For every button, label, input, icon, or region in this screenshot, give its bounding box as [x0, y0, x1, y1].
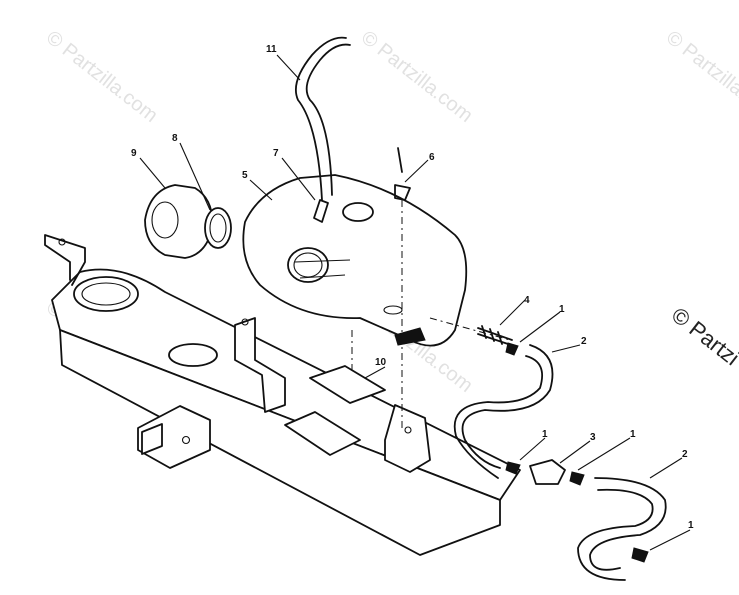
watermark-2: © Partzilla.com	[357, 27, 477, 127]
callout-7: 7	[273, 148, 279, 159]
part-11-vent-hose	[305, 43, 351, 196]
watermark-3: © Partzilla.com	[662, 27, 739, 127]
part-2-fuel-line-upper	[461, 344, 554, 469]
callout-1b: 1	[542, 429, 548, 440]
part-5-tank	[242, 174, 468, 347]
callout-2a: 2	[581, 336, 587, 347]
part-1-clamps	[505, 342, 649, 563]
part-7-fitting	[313, 199, 329, 223]
callout-1a: 1	[559, 304, 565, 315]
callout-4: 4	[524, 295, 530, 306]
frame-rail	[44, 234, 521, 556]
callouts: 11 9 8 7 5 6 10 4 1 2 1 3 1 2 1	[131, 44, 694, 531]
callout-1d: 1	[688, 520, 694, 531]
watermark-edge: © Partzi	[667, 302, 739, 370]
callout-6: 6	[429, 152, 435, 163]
part-2-fuel-line-lower	[589, 477, 667, 571]
callout-5: 5	[242, 170, 248, 181]
watermark-1: © Partzilla.com	[42, 27, 162, 127]
part-6-gauge	[394, 147, 411, 201]
part-9-cap	[144, 184, 214, 259]
callout-9: 9	[131, 148, 137, 159]
callout-1c: 1	[630, 429, 636, 440]
callout-11: 11	[266, 44, 277, 55]
callout-3: 3	[590, 432, 596, 443]
part-10-pad	[309, 365, 386, 404]
part-3-filter	[529, 459, 566, 485]
leader-lines	[139, 54, 691, 551]
callout-2b: 2	[682, 449, 688, 460]
part-4-petcock	[477, 325, 513, 345]
part-8-gasket	[204, 207, 232, 249]
callout-8: 8	[172, 133, 178, 144]
callout-10: 10	[375, 357, 387, 368]
